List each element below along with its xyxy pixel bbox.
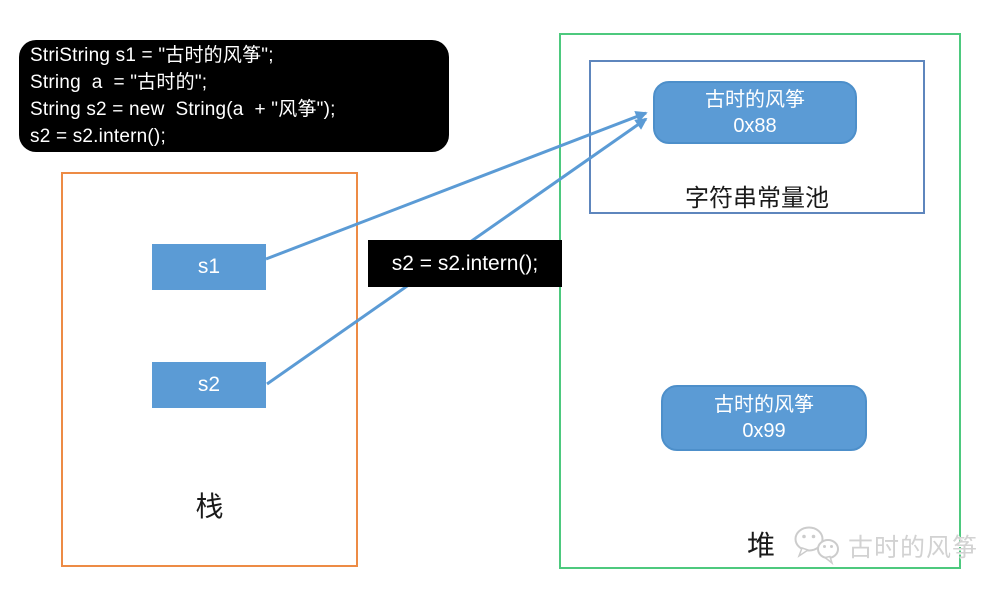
code-line-4: s2 = s2.intern(); [30,126,166,147]
intern-call-label: s2 = s2.intern(); [368,240,562,287]
heap-object-value: 古时的风筝 [714,394,814,416]
watermark-text: 古时的风筝 [848,534,979,562]
stack-var-s1: s1 [152,244,266,290]
stack-label: 栈 [195,491,224,522]
watermark: 古时的风筝 [792,524,978,568]
heap-label: 堆 [746,530,775,561]
code-line-2: String a = "古时的"; [30,72,208,93]
heap-string-object-0x99: 古时的风筝 0x99 [661,385,867,451]
constant-pool-label: 字符串常量池 [685,185,829,212]
pool-string-object-0x88: 古时的风筝 0x88 [653,81,857,144]
pool-object-address: 0x88 [733,114,777,137]
code-snippet-box: StriString s1 = "古时的风筝"; String a = "古时的… [19,40,449,152]
code-line-1: StriString s1 = "古时的风筝"; [30,45,274,66]
wechat-logo-icon [794,526,839,566]
pool-object-value: 古时的风筝 [705,88,805,111]
stack-var-s2: s2 [152,362,266,408]
heap-object-address: 0x99 [742,420,786,442]
code-line-3: String s2 = new String(a + "风筝"); [30,99,336,120]
